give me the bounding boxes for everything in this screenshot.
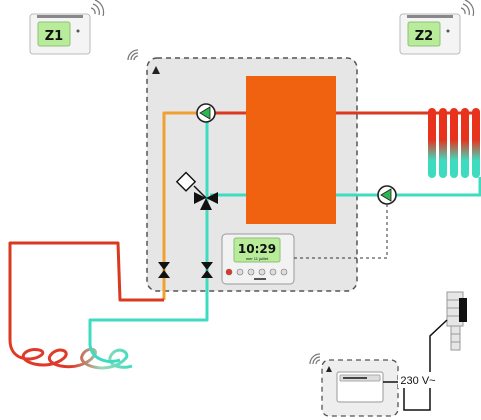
isolation-valve-right [201, 262, 213, 278]
isolation-valve-left [158, 262, 170, 278]
zone-1-thermostat[interactable]: Z1 [29, 13, 91, 55]
supply-pump [196, 103, 216, 123]
controller-buttons[interactable] [225, 268, 288, 276]
zone-1-label: Z1 [45, 29, 63, 44]
receiver-triangle-icon [326, 366, 332, 372]
return-pipe-center [88, 120, 209, 345]
radiator [428, 108, 480, 178]
receiver-unit[interactable] [336, 371, 384, 403]
zone-2-thermostat[interactable]: Z2 [399, 13, 461, 55]
zone-2-wireless-icon [460, 0, 475, 17]
central-controller[interactable]: 10:29 mer 11 juillet [221, 233, 295, 285]
receiver-wireless-icon [309, 353, 321, 365]
controller-date: mer 11 juillet [246, 256, 269, 261]
power-label: 230 V~ [400, 375, 435, 387]
wall-flue [446, 291, 467, 351]
warm-pipe-left [162, 111, 198, 300]
antenna-triangle-icon [152, 66, 160, 74]
underfloor-heating-loop [8, 339, 133, 370]
zone-2-label: Z2 [415, 29, 433, 44]
controller-time: 10:29 [238, 242, 276, 256]
zone-1-wireless-icon [90, 0, 105, 17]
floor-supply-pipe [8, 241, 164, 340]
mixing-valve [175, 171, 218, 210]
wireless-signal-icon [127, 49, 139, 61]
control-wire [294, 204, 388, 259]
return-pump [377, 185, 397, 205]
boiler-tank [246, 76, 336, 224]
power-label-bg [398, 372, 438, 388]
